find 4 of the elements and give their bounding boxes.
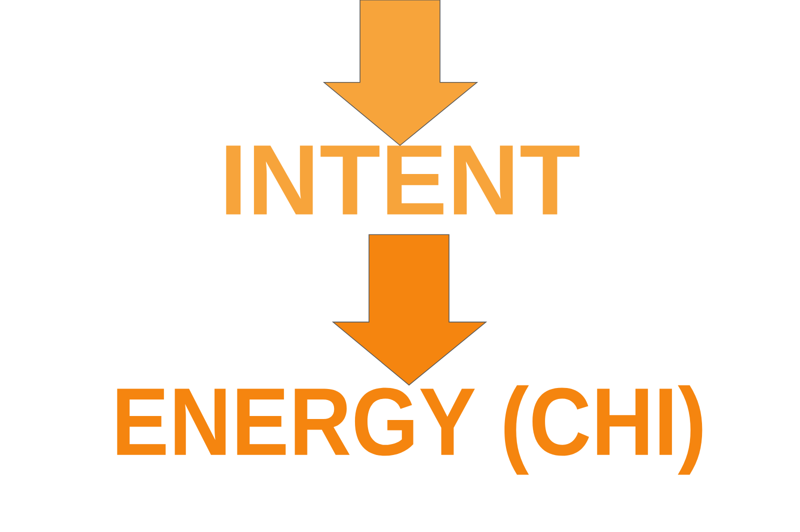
block-arrow [332,234,488,386]
block-arrow [322,0,478,146]
heading-text: INTENT [226,146,580,214]
heading-text: ENERGY (CHI) [117,385,702,475]
